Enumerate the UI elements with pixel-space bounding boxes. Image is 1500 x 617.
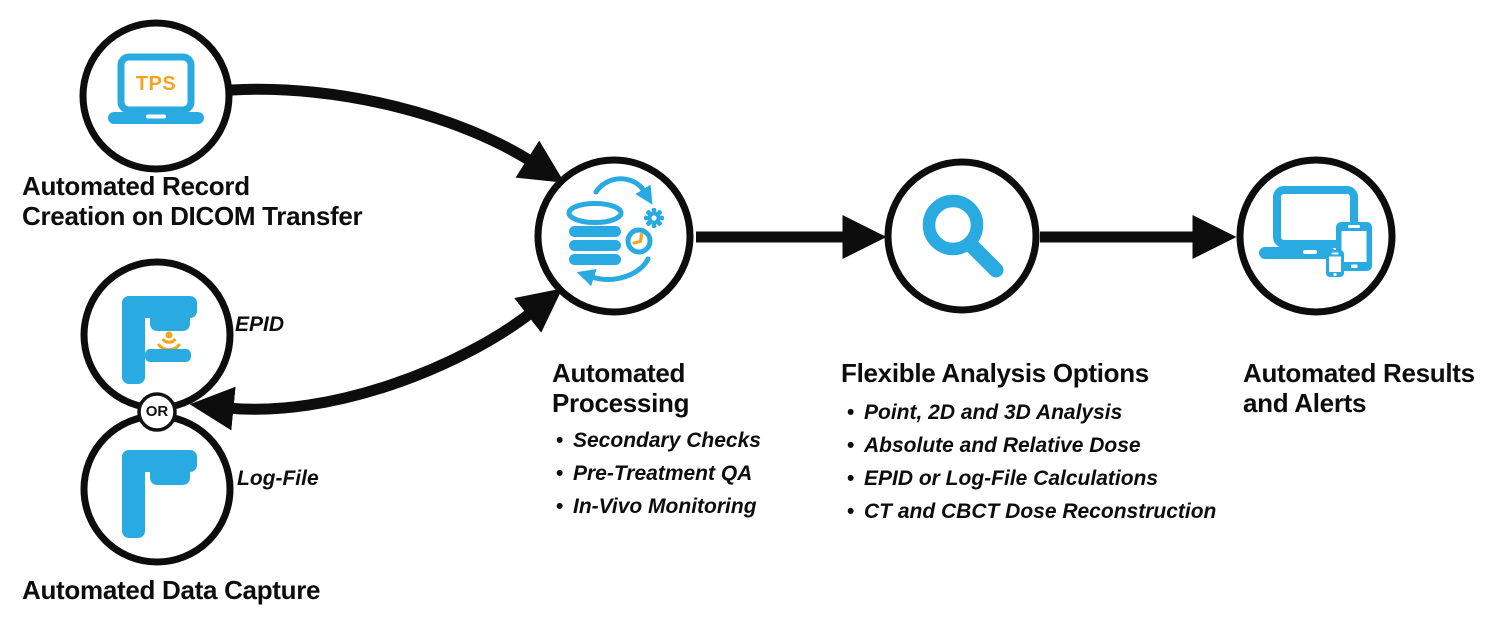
record-caption-line1: Automated Record xyxy=(22,171,250,201)
results-title: Automated Results and Alerts xyxy=(1243,358,1475,418)
results-title-line1: Automated Results xyxy=(1243,358,1475,388)
logfile-node-circle xyxy=(80,412,234,566)
processing-bullet: Secondary Checks xyxy=(556,424,761,457)
record-caption-line2: Creation on DICOM Transfer xyxy=(22,201,363,231)
record-caption: Automated Record Creation on DICOM Trans… xyxy=(22,171,363,231)
processing-bullet: In-Vivo Monitoring xyxy=(556,490,761,523)
processing-title-line1: Automated xyxy=(552,358,686,388)
epid-arm-icon xyxy=(122,296,197,384)
log-file-arm-icon xyxy=(122,450,197,538)
epid-label: EPID xyxy=(235,313,285,336)
or-badge-label: OR xyxy=(145,403,169,420)
logfile-label: Log-File xyxy=(237,467,319,490)
processing-bullets: Secondary Checks Pre-Treatment QA In-Viv… xyxy=(556,424,761,523)
tps-screen-label: TPS xyxy=(135,73,177,95)
magnifier-icon xyxy=(922,194,1004,278)
monitor-icon xyxy=(1273,186,1358,248)
processing-title: Automated Processing xyxy=(552,358,689,418)
phone-icon xyxy=(1326,250,1344,277)
analysis-bullet: EPID or Log-File Calculations xyxy=(847,462,1216,495)
processing-bullet: Pre-Treatment QA xyxy=(556,457,761,490)
or-badge-circle xyxy=(137,392,177,432)
analysis-bullet: Point, 2D and 3D Analysis xyxy=(847,396,1216,429)
analysis-node-circle xyxy=(884,158,1040,314)
clock-icon xyxy=(625,227,653,255)
analysis-bullet: CT and CBCT Dose Reconstruction xyxy=(847,495,1216,528)
arrow-record-to-processing xyxy=(226,83,565,183)
results-title-line2: and Alerts xyxy=(1243,388,1367,418)
analysis-bullet: Absolute and Relative Dose xyxy=(847,429,1216,462)
tablet-icon xyxy=(1336,222,1372,271)
gear-icon xyxy=(644,208,664,228)
laptop-tps-icon xyxy=(108,53,204,124)
analysis-bullets: Point, 2D and 3D Analysis Absolute and R… xyxy=(847,396,1216,528)
processing-title-line2: Processing xyxy=(552,388,690,418)
sync-arrow-bottom xyxy=(576,256,651,287)
devices-icon xyxy=(1259,186,1372,277)
epid-node-circle xyxy=(80,258,234,412)
arrow-capture-processing-bidirectional xyxy=(189,288,563,431)
sync-arrow-top xyxy=(593,176,653,205)
analysis-title: Flexible Analysis Options xyxy=(841,358,1149,388)
capture-caption: Automated Data Capture xyxy=(22,575,321,605)
database-sync-icon xyxy=(566,176,664,287)
